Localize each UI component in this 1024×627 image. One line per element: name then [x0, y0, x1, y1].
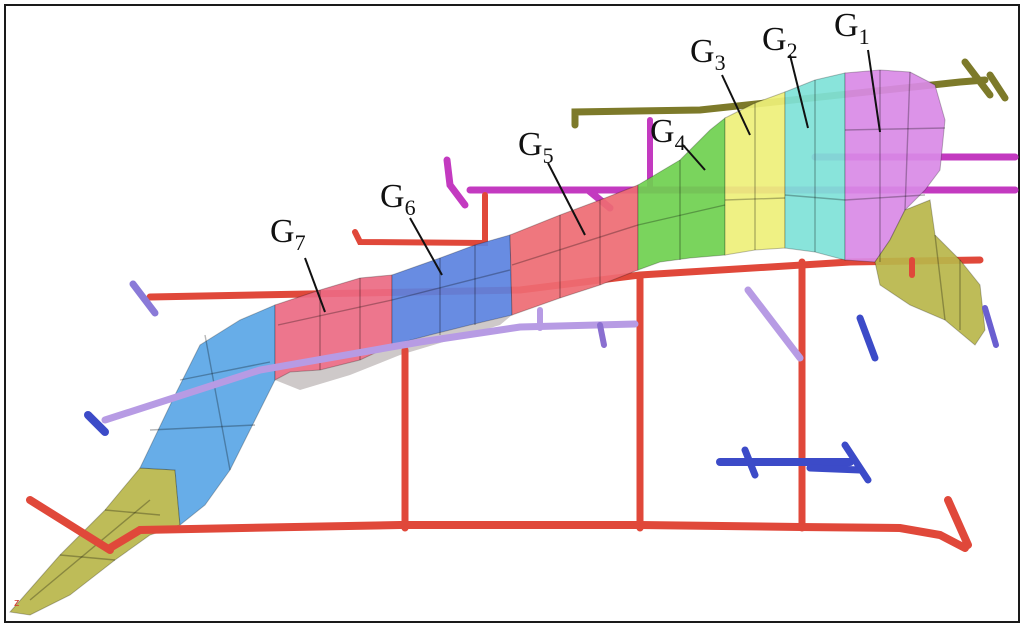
- leader-g1: [867, 49, 881, 133]
- olive-pipe-hook-1: [961, 58, 994, 99]
- leader-g3: [721, 74, 751, 136]
- leader-g5: [547, 162, 586, 236]
- blue-pipe-right-short: [856, 314, 879, 362]
- red-branch-left: [352, 192, 488, 247]
- leader-g4: [682, 144, 706, 171]
- blue-pipe-left-short: [129, 280, 159, 317]
- label-g3: G3: [690, 33, 726, 75]
- lavender-pipe-long: [101, 320, 639, 424]
- label-g5: G5: [518, 126, 554, 168]
- label-g4: G4: [650, 113, 686, 155]
- axis-marker: z: [14, 597, 20, 609]
- tunnel-grid: [29, 70, 961, 601]
- leader-g7: [304, 257, 326, 313]
- segment-g1: [844, 69, 946, 263]
- label-g2: G2: [762, 21, 798, 63]
- magenta-pipe-left-drop: [443, 156, 469, 209]
- red-pipe-bottom-right-hook: [944, 496, 972, 549]
- red-pipe-bottom: [106, 521, 969, 552]
- lavender-pipe-stub: [597, 322, 607, 348]
- label-g6: G6: [380, 178, 416, 220]
- segment-labels: G1 G2 G3 G4 G5 G6 G7: [270, 7, 870, 255]
- blue-pipe-left-end: [84, 411, 109, 436]
- blue-pipe-far-right: [982, 305, 999, 348]
- label-leaders: [304, 49, 881, 313]
- lavender-pipe-diag: [744, 286, 804, 362]
- red-pipe-bottom-left-hook: [26, 496, 114, 554]
- label-g7: G7: [270, 213, 306, 255]
- support-pipes-front: [26, 257, 999, 554]
- label-g1: G1: [834, 7, 870, 49]
- leader-g2: [789, 54, 809, 129]
- blue-pipe-bracket: [741, 441, 872, 484]
- olive-pipe-top: [571, 76, 989, 129]
- leader-g6: [409, 217, 443, 276]
- olive-pipe-hook-2: [986, 71, 1009, 102]
- segment-end-right: [874, 199, 986, 346]
